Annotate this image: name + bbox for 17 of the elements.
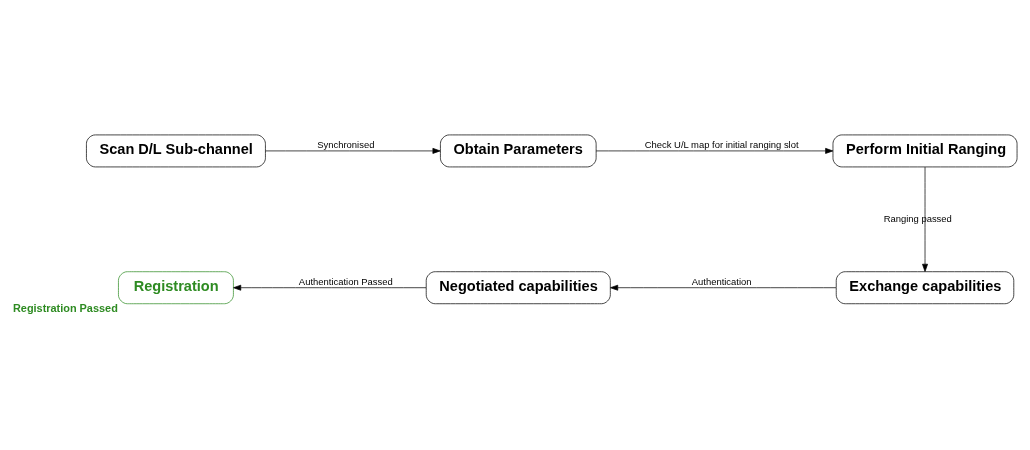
node-label: Registration Passed [12, 301, 118, 314]
node-box: Scan D/L Sub-channel [86, 134, 266, 167]
arrow [922, 166, 928, 272]
node-box: Negotiated capabilities [425, 270, 611, 304]
edge-label: Synchronised [317, 138, 375, 150]
edge-label: Ranging passed [883, 212, 952, 224]
arrow [233, 284, 427, 291]
arrow [595, 147, 834, 154]
node-box: Exchange capabilities [835, 270, 1015, 304]
arrow [265, 147, 441, 154]
node-box: Registration [118, 270, 234, 304]
edge-label: Authentication [691, 275, 752, 287]
edge-label: Check U/L map for initial ranging slot [644, 138, 799, 150]
edge-label: Authentication Passed [298, 275, 393, 287]
node-box: Obtain Parameters [440, 134, 597, 167]
node-box: Perform Initial Ranging [832, 134, 1018, 167]
arrow [610, 284, 837, 291]
